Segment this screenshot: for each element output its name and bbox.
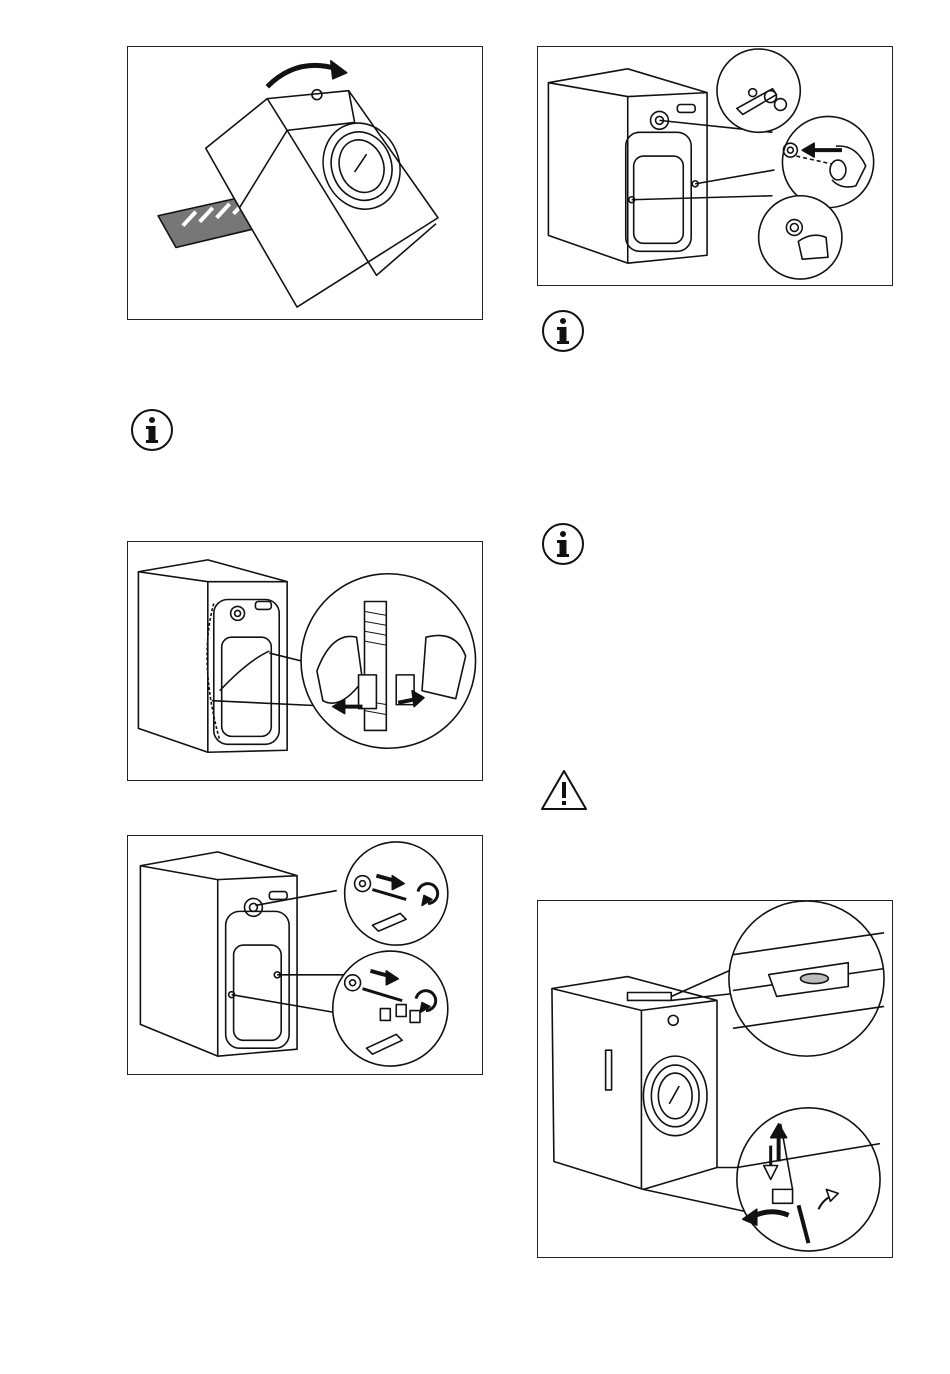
info-icon <box>541 522 585 566</box>
info-icon <box>130 408 174 452</box>
transit-bolts-removal-icon <box>128 836 482 1074</box>
tilted-washer-transit-panel-icon <box>128 47 482 319</box>
plastic-caps-insert-icon <box>538 47 892 285</box>
figure-rear-hose-clip <box>127 541 483 781</box>
warning-triangle-icon <box>539 768 589 812</box>
info-icon <box>541 309 585 353</box>
figure-plastic-caps <box>537 46 893 286</box>
figure-levelling <box>537 900 893 1258</box>
figure-transit-bolts <box>127 835 483 1075</box>
rear-panel-hose-clip-icon <box>128 542 482 780</box>
levelling-feet-adjust-icon <box>538 901 892 1257</box>
figure-tilted-washer <box>127 46 483 320</box>
